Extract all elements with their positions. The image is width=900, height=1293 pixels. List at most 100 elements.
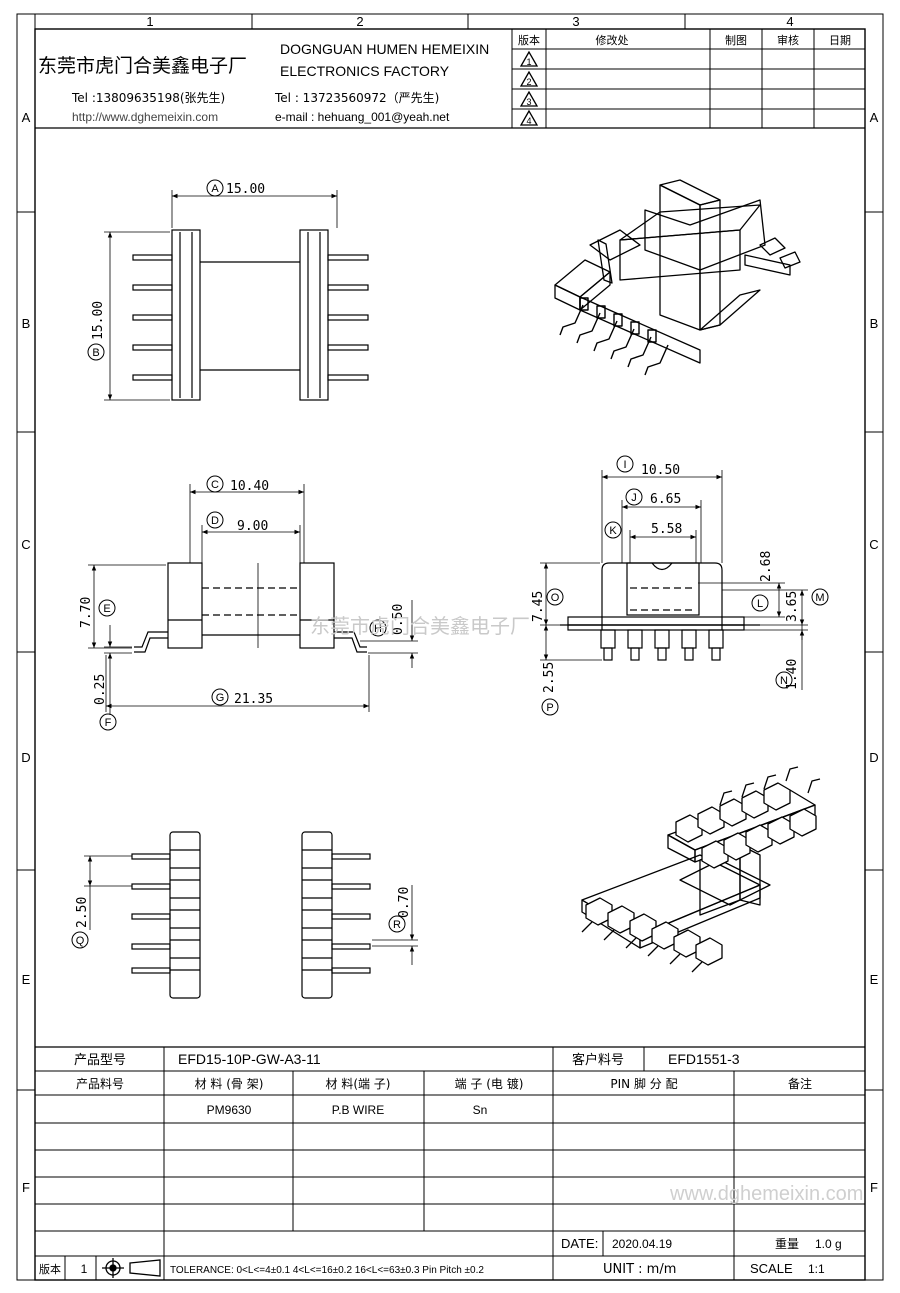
contact-tel-2: Tel : 13723560972（严先生) xyxy=(274,91,439,105)
row-label-d-left: D xyxy=(21,750,30,765)
grid-labels: 1 2 3 4 A A B B C C D D E E F F xyxy=(21,14,878,1195)
dim-tag-d: D xyxy=(211,515,219,527)
rev-triangle-3: 3 xyxy=(526,97,531,107)
row-label-e-left: E xyxy=(22,972,31,987)
dim-value-j: 6.65 xyxy=(650,492,681,507)
dim-value-g: 21.35 xyxy=(234,692,273,707)
dim-tag-h: H xyxy=(374,623,382,635)
dimension-o: O 7.45 xyxy=(531,562,600,626)
dimension-i: I 10.50 xyxy=(601,455,723,563)
dim-value-h: 0.50 xyxy=(391,604,406,635)
dim-value-m: 3.65 xyxy=(785,591,800,622)
company-name-cn: 东莞市虎门合美鑫电子厂 xyxy=(38,55,247,77)
dim-tag-l: L xyxy=(757,598,763,610)
row-label-f-right: F xyxy=(870,1180,878,1195)
bobbin-material-value: PM9630 xyxy=(207,1103,252,1117)
scale-value: 1:1 xyxy=(808,1262,825,1276)
dim-value-i: 10.50 xyxy=(641,463,680,478)
row-label-f-left: F xyxy=(22,1180,30,1195)
scale-label: SCALE xyxy=(750,1261,793,1276)
row-label-b-left: B xyxy=(22,316,31,331)
row-label-a-left: A xyxy=(22,110,31,125)
row-label-b-right: B xyxy=(870,316,879,331)
version-label: 版本 xyxy=(39,1262,61,1276)
dimension-f: F 0.25 xyxy=(93,625,132,731)
dim-tag-f: F xyxy=(105,717,112,729)
dim-tag-p: P xyxy=(546,702,553,714)
dim-value-f: 0.25 xyxy=(93,674,108,705)
dim-value-r: 0.70 xyxy=(397,887,412,918)
dimension-l: L 2.68 xyxy=(698,551,785,618)
dim-tag-a: A xyxy=(211,183,219,195)
contact-tel-1: Tel :13809635198(张先生) xyxy=(71,91,225,105)
weight-label: 重量 xyxy=(775,1237,799,1251)
dim-tag-g: G xyxy=(216,692,225,704)
dimension-p: P 2.55 xyxy=(540,625,602,716)
dim-tag-m: M xyxy=(815,592,824,604)
dimension-m: M 3.65 xyxy=(722,588,829,626)
dim-value-q: 2.50 xyxy=(75,897,90,928)
row-label-c-left: C xyxy=(21,537,30,552)
projection-symbol-icon xyxy=(102,1258,161,1278)
bottom-view xyxy=(131,831,371,999)
date-value: 2020.04.19 xyxy=(612,1237,672,1251)
dimension-n: N 1.40 xyxy=(744,625,808,690)
dimension-q: Q 2.50 xyxy=(71,855,132,949)
version-value: 1 xyxy=(81,1262,88,1276)
product-model-value: EFD15-10P-GW-A3-11 xyxy=(178,1051,321,1067)
title-block: 产品型号 EFD15-10P-GW-A3-11 客户料号 EFD1551-3 产… xyxy=(35,1046,865,1280)
rev-triangle-4: 4 xyxy=(526,116,531,126)
header-block: 东莞市虎门合美鑫电子厂 DOGNGUAN HUMEN HEMEIXIN ELEC… xyxy=(35,29,865,129)
dimension-b: B 15.00 xyxy=(87,231,170,401)
dim-tag-n: N xyxy=(780,675,788,687)
top-view xyxy=(132,229,369,401)
dim-value-c: 10.40 xyxy=(230,479,269,494)
rev-triangle-2: 2 xyxy=(526,77,531,87)
rev-header-drawn: 制图 xyxy=(725,34,747,47)
dimension-h: H 0.50 xyxy=(360,600,418,668)
dim-tag-j: J xyxy=(631,492,637,504)
dimension-g: G 21.35 xyxy=(105,655,370,712)
date-label: DATE: xyxy=(561,1236,598,1251)
col-header-remarks: 备注 xyxy=(788,1076,812,1091)
dim-value-n: 1.40 xyxy=(785,659,800,690)
col-label-2: 2 xyxy=(356,14,363,29)
dim-value-p: 2.55 xyxy=(542,662,557,693)
row-label-c-right: C xyxy=(869,537,878,552)
dimension-k: K 5.58 xyxy=(604,521,697,563)
col-label-1: 1 xyxy=(146,14,153,29)
dimension-c: C 10.40 xyxy=(189,475,305,563)
dim-value-d: 9.00 xyxy=(237,519,268,534)
col-header-terminal-material: 材 料(端 子) xyxy=(326,1077,391,1091)
col-label-4: 4 xyxy=(786,14,793,29)
dimension-d: D 9.00 xyxy=(201,511,301,563)
company-name-en-2: ELECTRONICS FACTORY xyxy=(280,63,450,79)
dim-value-e: 7.70 xyxy=(79,597,94,628)
isometric-view-top xyxy=(554,179,801,376)
dim-tag-r: R xyxy=(393,919,401,931)
dimension-e: E 7.70 xyxy=(79,564,166,649)
col-label-3: 3 xyxy=(572,14,579,29)
company-website[interactable]: http://www.dghemeixin.com xyxy=(72,110,218,124)
company-email[interactable]: e-mail : hehuang_001@yeah.net xyxy=(275,110,450,124)
plating-value: Sn xyxy=(473,1103,488,1117)
row-label-d-right: D xyxy=(869,750,878,765)
col-header-plating: 端 子 (电 镀) xyxy=(455,1077,524,1091)
company-name-en-1: DOGNGUAN HUMEN HEMEIXIN xyxy=(280,41,489,57)
watermark-url: www.dghemeixin.com xyxy=(669,1183,863,1205)
col-header-bobbin-material: 材 料 (骨 架) xyxy=(195,1077,264,1091)
dimension-a: A 15.00 xyxy=(171,179,338,228)
rev-header-change: 修改处 xyxy=(596,33,629,47)
dim-value-k: 5.58 xyxy=(651,522,682,537)
watermark-text: 东莞市虎门合美鑫电子厂 xyxy=(310,614,530,638)
weight-value: 1.0 g xyxy=(815,1237,842,1251)
dim-value-l: 2.68 xyxy=(759,551,774,582)
rev-header-checked: 审核 xyxy=(777,33,799,47)
terminal-material-value: P.B WIRE xyxy=(332,1103,384,1117)
dimension-j: J 6.65 xyxy=(621,488,702,563)
dim-tag-e: E xyxy=(103,603,110,615)
customer-pn-label: 客户料号 xyxy=(572,1052,624,1068)
col-header-pin-assignment: PIN 脚 分 配 xyxy=(610,1076,677,1091)
rev-header-version: 版本 xyxy=(518,33,540,47)
